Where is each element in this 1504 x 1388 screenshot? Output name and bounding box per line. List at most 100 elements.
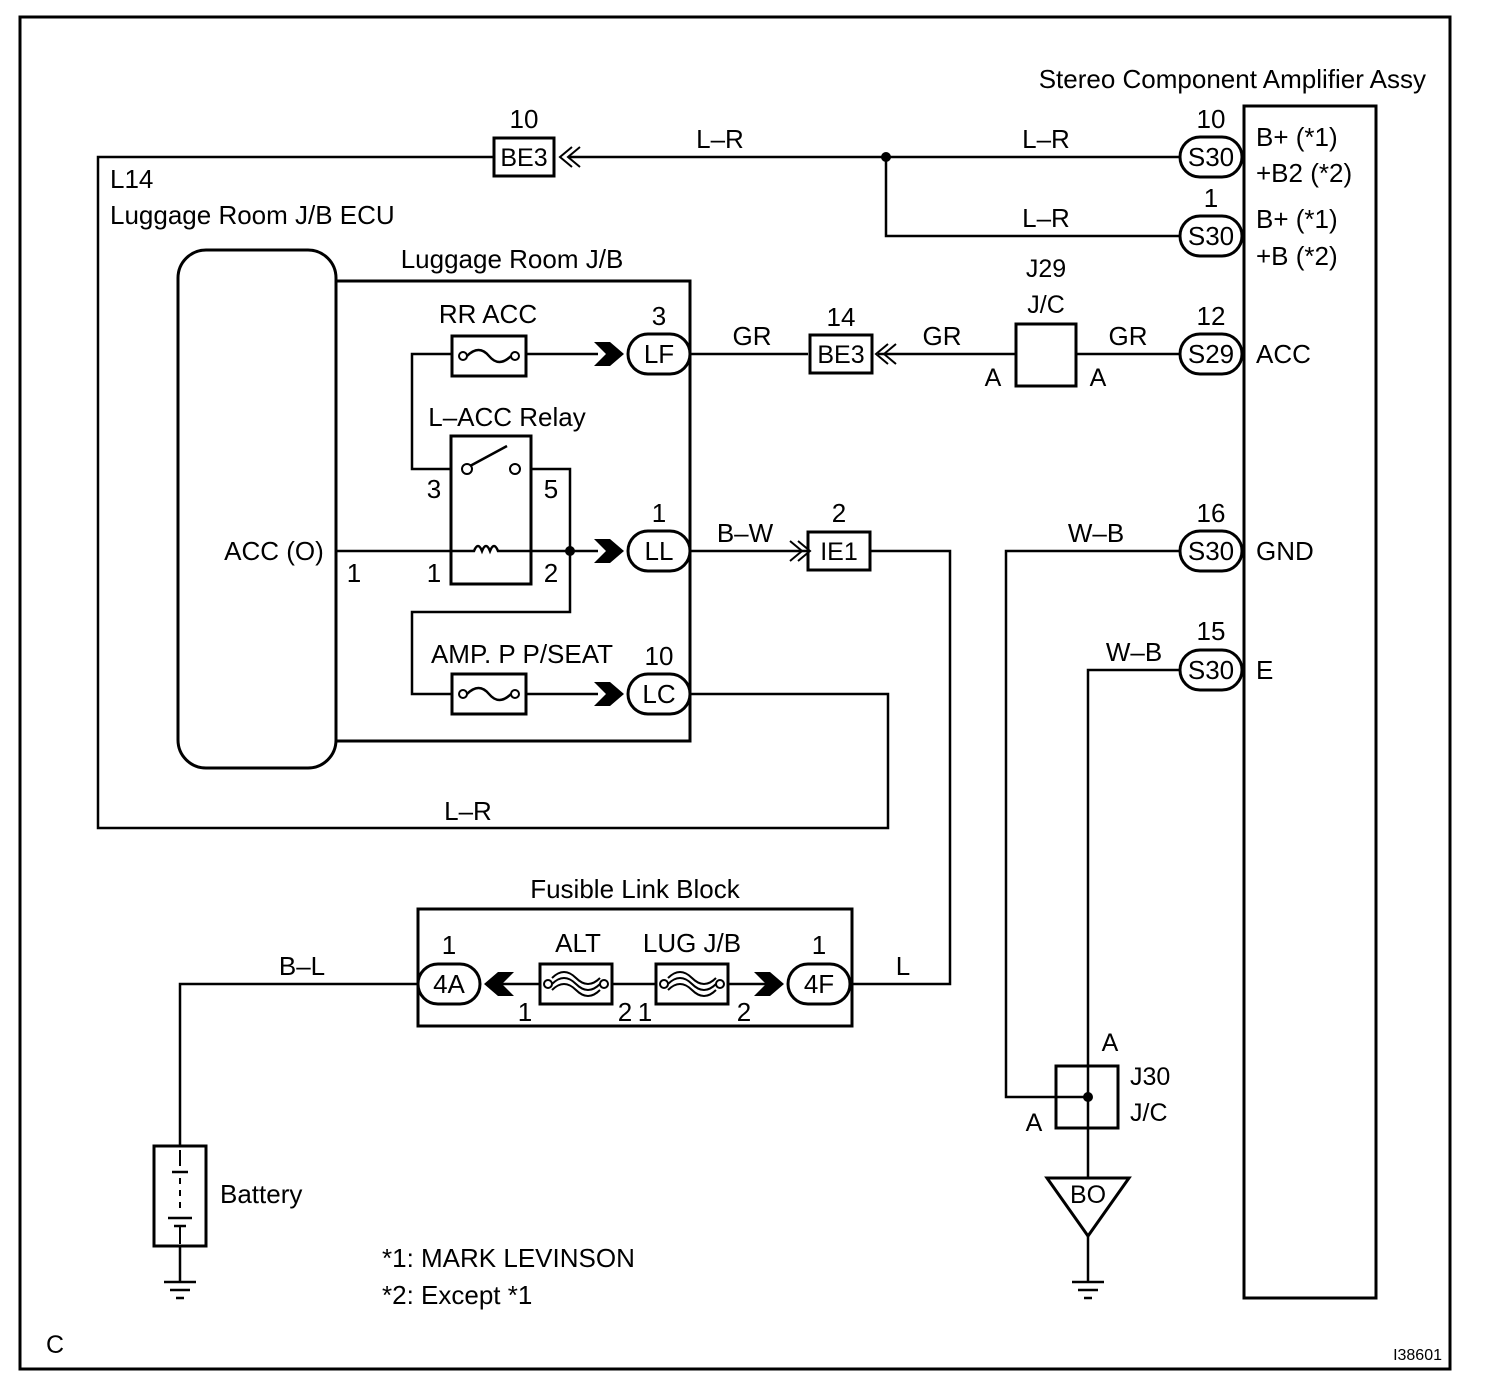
amp-conn-4-name: GND [1256, 536, 1314, 566]
wire-lr-top-right: L–R [1022, 124, 1070, 154]
svg-text:4A: 4A [433, 969, 465, 999]
wire-bw: B–W [717, 518, 774, 548]
amp-conn-5-name: E [1256, 655, 1273, 685]
fuse-rr-acc-label: RR ACC [439, 299, 537, 329]
svg-text:10: 10 [510, 104, 539, 134]
wire-gr-2: GR [923, 321, 962, 351]
svg-text:J30: J30 [1130, 1063, 1170, 1091]
note-1: *1: MARK LEVINSON [382, 1243, 635, 1273]
svg-text:2: 2 [832, 498, 846, 528]
wires [96, 155, 1180, 1282]
svg-text:BE3: BE3 [817, 341, 864, 369]
fuse-amp-seat-label: AMP. P P/SEAT [431, 639, 613, 669]
amp-conn-2-pin: 1 [1204, 183, 1218, 213]
svg-text:BE3: BE3 [500, 144, 547, 172]
svg-text:LC: LC [642, 679, 675, 709]
fusible-link-lug-jb [654, 962, 730, 1006]
svg-text:A: A [985, 364, 1002, 392]
ground-icon-battery [164, 1280, 196, 1300]
lug-pin-1: 1 [638, 997, 652, 1027]
ground-point-bo: BO [1044, 1176, 1132, 1239]
svg-text:1: 1 [442, 930, 456, 960]
svg-text:J/C: J/C [1027, 291, 1065, 319]
battery-icon [152, 1144, 208, 1248]
fuse-lug-jb-label: LUG J/B [643, 928, 741, 958]
alt-pin-2: 2 [618, 997, 632, 1027]
svg-text:A: A [1102, 1029, 1119, 1057]
svg-text:LF: LF [644, 339, 674, 369]
svg-text:14: 14 [827, 302, 856, 332]
amp-conn-3-name: ACC [1256, 339, 1311, 369]
wire-gr-3: GR [1109, 321, 1148, 351]
luggage-ecu-label: Luggage Room J/B ECU [110, 200, 395, 230]
splice-node-relay [565, 546, 575, 556]
svg-text:1: 1 [652, 498, 666, 528]
fusible-chevrons [484, 972, 784, 996]
connector-4f: 4F 1 [786, 930, 852, 1006]
fusible-link-alt [538, 962, 614, 1006]
amp-connectors [1178, 135, 1244, 692]
amp-conn-5-pin: 15 [1197, 616, 1226, 646]
svg-text:A: A [1026, 1109, 1043, 1137]
wire-wb-gnd: W–B [1068, 518, 1124, 548]
relay-pin-1: 1 [427, 558, 441, 588]
wire-lr-branch: L–R [1022, 203, 1070, 233]
luggage-jb-label: Luggage Room J/B [401, 244, 624, 274]
junction-j30: J30 J/C A A [1026, 1029, 1171, 1137]
lug-pin-2: 2 [737, 997, 751, 1027]
connector-lf: LF 3 [626, 301, 692, 376]
alt-pin-1: 1 [518, 997, 532, 1027]
ground-icon-bo [1072, 1280, 1104, 1300]
svg-text:IE1: IE1 [820, 538, 858, 566]
relay-box [449, 434, 533, 586]
svg-text:BO: BO [1070, 1181, 1106, 1209]
fuse-alt-label: ALT [555, 928, 601, 958]
wire-l: L [896, 951, 910, 981]
svg-text:10: 10 [645, 641, 674, 671]
amp-conn-1-name2: +B2 (*2) [1256, 158, 1352, 188]
jb-chevrons [594, 342, 624, 706]
amp-conn-4-code: S30 [1188, 536, 1234, 566]
svg-text:A: A [1090, 364, 1107, 392]
amp-conn-5-code: S30 [1188, 655, 1234, 685]
amp-conn-2-name1: B+ (*1) [1256, 204, 1338, 234]
svg-text:1: 1 [812, 930, 826, 960]
svg-text:3: 3 [652, 301, 666, 331]
wire-lr-bottom: L–R [444, 796, 492, 826]
connector-ie1: IE1 2 [789, 498, 872, 572]
relay-pin-2: 2 [544, 558, 558, 588]
relay-switch-arm [469, 444, 508, 468]
amp-conn-2-code: S30 [1188, 221, 1234, 251]
wire-wb-e: W–B [1106, 637, 1162, 667]
connector-be3-mid: BE3 14 [808, 302, 897, 375]
diagram-frame [18, 15, 1452, 1371]
fuse-amp-seat [450, 672, 528, 716]
relay-label: L–ACC Relay [428, 402, 586, 432]
wire-gr-1: GR [733, 321, 772, 351]
amp-conn-1-name1: B+ (*1) [1256, 122, 1338, 152]
amp-conn-2-name2: +B (*2) [1256, 241, 1338, 271]
relay-contact-right [509, 463, 521, 475]
connector-4a: 4A 1 [416, 930, 482, 1006]
amp-conn-4-pin: 16 [1197, 498, 1226, 528]
amplifier-box [1242, 104, 1378, 1300]
svg-text:LL: LL [645, 536, 674, 566]
luggage-ecu-body [176, 248, 338, 770]
fusible-block-label: Fusible Link Block [530, 874, 741, 904]
svg-text:J/C: J/C [1130, 1099, 1168, 1127]
fusible-link-block [416, 907, 854, 1028]
amplifier-label: Stereo Component Amplifier Assy [1039, 64, 1426, 94]
amp-conn-3-code: S29 [1188, 339, 1234, 369]
svg-text:4F: 4F [804, 969, 834, 999]
fuse-rr-acc [450, 334, 528, 378]
note-2: *2: Except *1 [382, 1280, 532, 1310]
relay-contact-left [461, 463, 473, 475]
splice-node-top [881, 152, 891, 162]
wire-bl: B–L [279, 951, 325, 981]
acc-output-pin: 1 [347, 558, 361, 588]
figure-id: I38601 [1393, 1347, 1442, 1364]
battery-label: Battery [220, 1179, 302, 1209]
relay-coil-icon [451, 544, 531, 555]
relay-pin-5: 5 [544, 474, 558, 504]
